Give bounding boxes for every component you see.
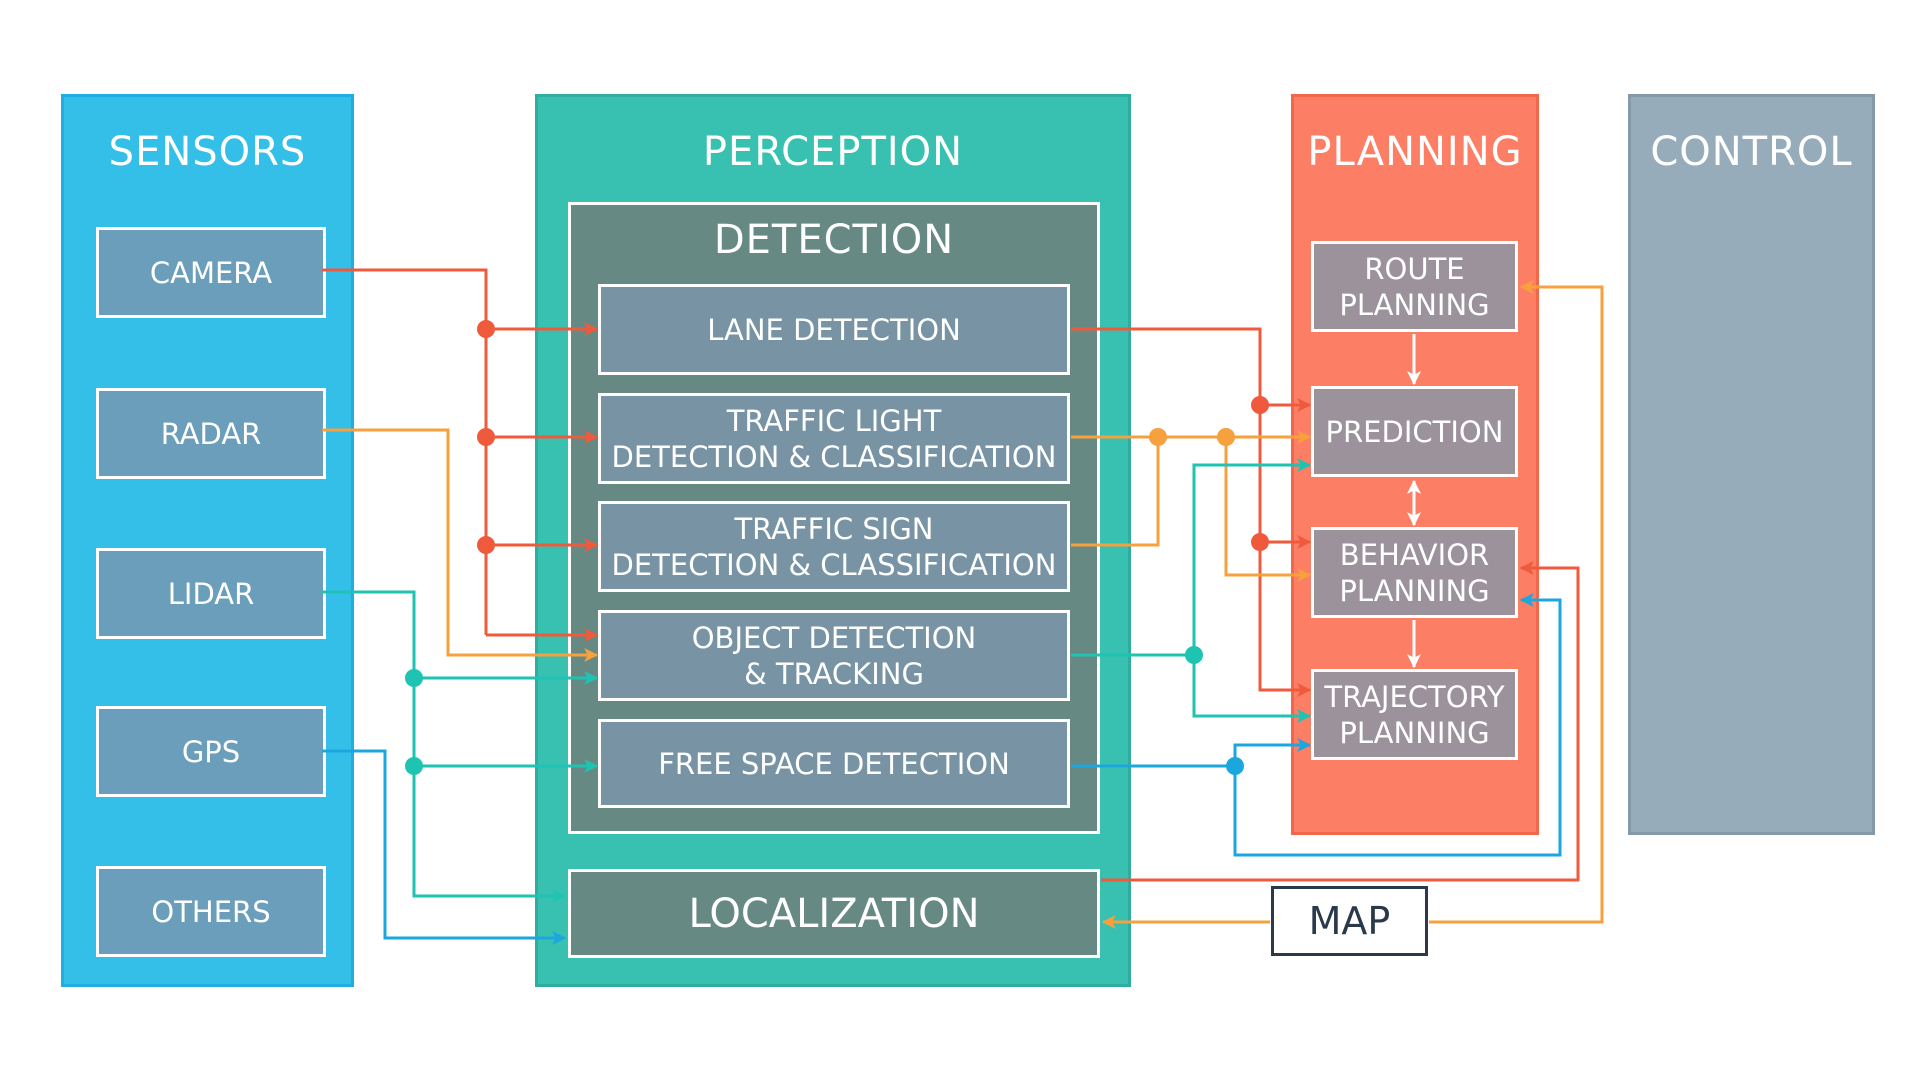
control-title: CONTROL <box>1650 129 1853 175</box>
junction-trafficlight-b <box>1217 428 1235 446</box>
module-traffic-light-detection: TRAFFIC LIGHT DETECTION & CLASSIFICATION <box>598 393 1070 484</box>
wire-camera-trunk <box>322 268 488 635</box>
planning-title: PLANNING <box>1307 129 1523 175</box>
wire-trafficsign-up <box>1071 437 1160 547</box>
junction-object <box>1185 646 1203 664</box>
planning-trajectory: TRAJECTORY PLANNING <box>1311 669 1518 760</box>
junction-freespace <box>1226 757 1244 775</box>
junction-lidar-object <box>405 669 423 687</box>
localization-box: LOCALIZATION <box>568 869 1100 958</box>
junction-lidar-freespace <box>405 757 423 775</box>
wire-radar-object <box>322 428 599 662</box>
sensor-camera: CAMERA <box>96 227 326 318</box>
wire-object-trajectory <box>1192 655 1312 723</box>
detection-title: DETECTION <box>713 217 955 263</box>
sensor-radar: RADAR <box>96 388 326 479</box>
planning-prediction: PREDICTION <box>1311 386 1518 477</box>
wire-localization-behavior <box>1101 561 1580 882</box>
wire-object-prediction <box>1192 458 1312 655</box>
sensor-others: OTHERS <box>96 866 326 957</box>
sensors-title: SENSORS <box>108 129 307 175</box>
module-free-space-detection: FREE SPACE DETECTION <box>598 719 1070 808</box>
module-lane-detection: LANE DETECTION <box>598 284 1070 375</box>
junction-camera-trafficsign <box>477 536 495 554</box>
map-box: MAP <box>1271 886 1428 956</box>
junction-camera-lane <box>477 320 495 338</box>
wire-map-route <box>1429 280 1604 924</box>
junction-trafficlight-a <box>1149 428 1167 446</box>
wire-freespace-behavior <box>1233 593 1562 857</box>
wire-gps-localization <box>322 749 567 945</box>
sensor-lidar: LIDAR <box>96 548 326 639</box>
junction-lane-prediction <box>1251 396 1269 414</box>
wire-freespace-trajectory <box>1233 738 1312 766</box>
control-column: CONTROL <box>1628 94 1875 835</box>
perception-title: PERCEPTION <box>702 129 964 175</box>
module-traffic-sign-detection: TRAFFIC SIGN DETECTION & CLASSIFICATION <box>598 501 1070 592</box>
module-object-detection-tracking: OBJECT DETECTION & TRACKING <box>598 610 1070 701</box>
wire-lidar-trunk <box>322 590 567 903</box>
junction-lane-behavior <box>1251 533 1269 551</box>
wire-trafficlight-behavior <box>1224 437 1312 582</box>
wire-lane-trunk <box>1071 327 1312 697</box>
junction-camera-trafficlight <box>477 428 495 446</box>
planning-behavior: BEHAVIOR PLANNING <box>1311 527 1518 618</box>
sensor-gps: GPS <box>96 706 326 797</box>
sensors-column: SENSORS CAMERA RADAR LIDAR GPS OTHERS <box>61 94 354 987</box>
planning-route: ROUTE PLANNING <box>1311 241 1518 332</box>
